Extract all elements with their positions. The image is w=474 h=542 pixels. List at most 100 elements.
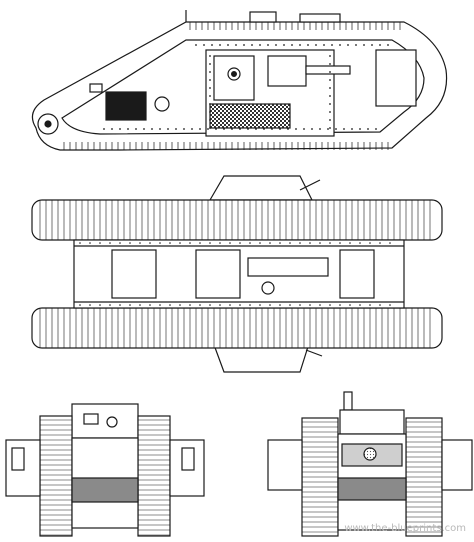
rivet	[209, 71, 211, 73]
rivet	[119, 304, 121, 306]
rivet	[195, 44, 197, 46]
rivet	[379, 304, 381, 306]
rivet	[219, 242, 221, 244]
rivet	[329, 111, 331, 113]
rivet	[229, 304, 231, 306]
rivet	[109, 304, 111, 306]
rivet	[331, 44, 333, 46]
rivet	[235, 44, 237, 46]
top-view	[31, 175, 443, 373]
rivet	[299, 44, 301, 46]
rivet	[79, 242, 81, 244]
rivet	[231, 128, 233, 130]
rivet	[89, 242, 91, 244]
top-gun-upper	[299, 179, 321, 191]
roof-box	[299, 13, 341, 23]
rivet	[349, 304, 351, 306]
rivet	[279, 304, 281, 306]
rear-belly-shade	[337, 477, 407, 501]
rivet	[89, 304, 91, 306]
rivet	[279, 242, 281, 244]
side-view	[31, 10, 448, 151]
rivet	[299, 304, 301, 306]
front-gun-port	[106, 416, 118, 428]
rivet	[229, 242, 231, 244]
rivet	[189, 242, 191, 244]
rivet	[291, 44, 293, 46]
rivet	[209, 304, 211, 306]
rivet	[351, 128, 353, 130]
rivet	[259, 304, 261, 306]
rivet	[319, 304, 321, 306]
rivet	[295, 128, 297, 130]
rivet	[109, 242, 111, 244]
rear-cab	[339, 409, 405, 435]
rivet	[149, 242, 151, 244]
rivet	[323, 44, 325, 46]
rivet	[127, 128, 129, 130]
rivet	[209, 63, 211, 65]
rivet	[139, 304, 141, 306]
rivet	[269, 242, 271, 244]
rivet	[219, 304, 221, 306]
rivet	[169, 242, 171, 244]
rivet	[269, 304, 271, 306]
rivet	[329, 304, 331, 306]
rivet	[167, 128, 169, 130]
rivet	[129, 304, 131, 306]
rivet	[289, 242, 291, 244]
rivet	[299, 242, 301, 244]
front-plate	[375, 49, 417, 107]
rivet	[279, 128, 281, 130]
rivet	[387, 44, 389, 46]
rivet	[159, 304, 161, 306]
front-cab	[71, 403, 139, 439]
rivet	[179, 242, 181, 244]
rivet	[307, 44, 309, 46]
rivet	[151, 128, 153, 130]
top-hatch-round	[261, 281, 275, 295]
rivet	[119, 128, 121, 130]
rivet	[271, 128, 273, 130]
rivet	[289, 304, 291, 306]
rivet	[371, 44, 373, 46]
rivet	[355, 44, 357, 46]
rivet	[309, 304, 311, 306]
rivet	[209, 87, 211, 89]
rivet	[189, 304, 191, 306]
top-track-links	[39, 200, 431, 348]
roof-hatch	[249, 11, 277, 23]
sponson-hatch	[267, 55, 307, 87]
rear-hub	[363, 447, 377, 461]
rivet	[263, 128, 265, 130]
rivet	[367, 128, 369, 130]
rivet	[169, 304, 171, 306]
front-right-track	[137, 415, 171, 537]
rivet	[369, 304, 371, 306]
rivet	[209, 242, 211, 244]
rivet	[343, 128, 345, 130]
rivet	[99, 304, 101, 306]
rivet	[209, 111, 211, 113]
rivet	[379, 242, 381, 244]
rivet	[267, 44, 269, 46]
rivet	[211, 44, 213, 46]
rivet	[339, 304, 341, 306]
rivet	[255, 128, 257, 130]
rear-exhaust	[343, 391, 353, 411]
rivet	[329, 119, 331, 121]
rear-left-sponson	[267, 439, 303, 491]
rivet	[329, 55, 331, 57]
top-front-cab	[339, 249, 375, 299]
rivet	[209, 127, 211, 129]
rivet	[251, 44, 253, 46]
rivet	[303, 128, 305, 130]
rivet	[199, 304, 201, 306]
rivet	[319, 242, 321, 244]
sponson-grating	[209, 103, 291, 129]
rear-right-sponson	[441, 439, 473, 491]
rivet	[129, 242, 131, 244]
top-track-upper	[31, 199, 443, 241]
rivet	[249, 242, 251, 244]
rivet	[159, 242, 161, 244]
